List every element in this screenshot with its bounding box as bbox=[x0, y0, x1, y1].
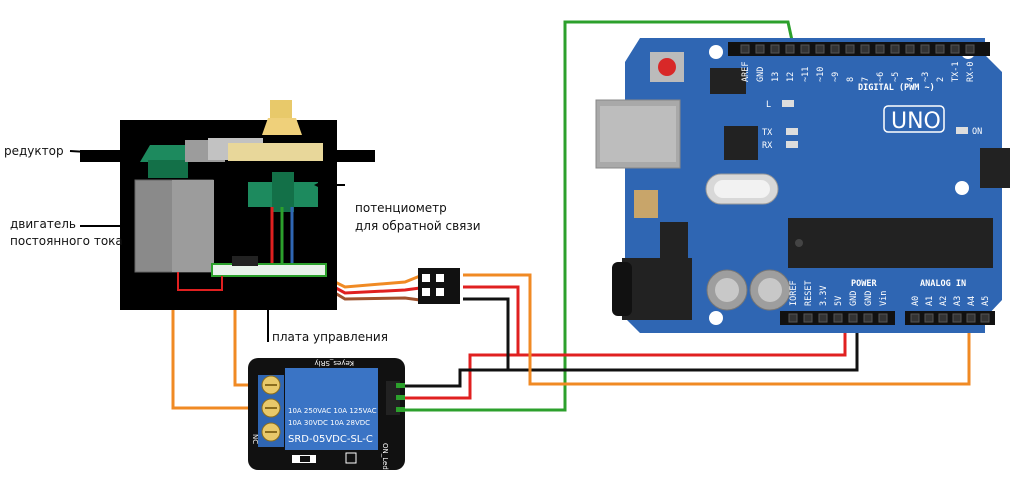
wire-servo-red bbox=[463, 285, 520, 355]
digital-pin bbox=[935, 44, 945, 54]
digital-pin bbox=[770, 44, 780, 54]
digital-pin-label: 8 bbox=[846, 77, 856, 82]
power-pin bbox=[878, 313, 888, 323]
digital-pin-label: ~5 bbox=[891, 72, 901, 82]
power-pin-label: Vin bbox=[879, 291, 889, 306]
power-header-label: POWER bbox=[851, 279, 877, 289]
wire-servo-black bbox=[463, 297, 510, 370]
analog-pin bbox=[952, 313, 962, 323]
digital-pin-label: 12 bbox=[786, 72, 796, 82]
digital-pin-label: 4 bbox=[906, 77, 916, 82]
analog-pin-label: A2 bbox=[939, 296, 949, 306]
analog-pin-label: A0 bbox=[911, 296, 921, 306]
digital-pin bbox=[950, 44, 960, 54]
digital-pin-label: 2 bbox=[936, 77, 946, 82]
label-pot-1: потенциометр bbox=[355, 201, 447, 215]
power-pin-label: 3.3V bbox=[819, 286, 829, 306]
digital-pin bbox=[785, 44, 795, 54]
wire-motor-relay-2 bbox=[171, 272, 270, 410]
digital-pin bbox=[920, 44, 930, 54]
relay-nc: NC bbox=[251, 434, 259, 444]
wire-black-gnd bbox=[405, 318, 859, 388]
power-pin bbox=[818, 313, 828, 323]
wire-green-signal bbox=[405, 20, 795, 412]
power-pin-label: RESET bbox=[804, 280, 814, 306]
digital-pin-label: 13 bbox=[771, 72, 781, 82]
analog-pin-label: A5 bbox=[981, 296, 991, 306]
gearbox bbox=[140, 145, 195, 162]
analog-header-label: ANALOG IN bbox=[920, 279, 966, 289]
digital-pin bbox=[740, 44, 750, 54]
digital-pin bbox=[815, 44, 825, 54]
relay-module: Keyes_SRly 10A 250VAC 10A 125VAC 10A 30V… bbox=[248, 358, 405, 470]
digital-pin bbox=[860, 44, 870, 54]
power-pin bbox=[803, 313, 813, 323]
wire-orange-analog bbox=[463, 273, 971, 386]
label-motor-2: постоянного тока bbox=[10, 234, 123, 248]
label-motor-1: двигатель bbox=[10, 217, 76, 231]
label-gearbox: редуктор bbox=[4, 144, 64, 158]
digital-pin bbox=[905, 44, 915, 54]
digital-pin bbox=[890, 44, 900, 54]
relay-rating-2: 10A 30VDC 10A 28VDC bbox=[288, 419, 370, 427]
relay-rating-1: 10A 250VAC 10A 125VAC bbox=[288, 407, 377, 415]
digital-pin-label: ~11 bbox=[801, 67, 811, 82]
led-tx-label: TX bbox=[762, 128, 773, 138]
digital-pin-label: ~9 bbox=[831, 72, 841, 82]
digital-pin-label: ~6 bbox=[876, 72, 886, 82]
led-l-label: L bbox=[766, 100, 771, 110]
digital-header-label: DIGITAL (PWM ~) bbox=[858, 83, 935, 93]
digital-pin bbox=[875, 44, 885, 54]
analog-pin bbox=[966, 313, 976, 323]
relay-model: SRD-05VDC-SL-C bbox=[288, 434, 373, 445]
digital-pin bbox=[830, 44, 840, 54]
analog-pin bbox=[980, 313, 990, 323]
power-pin-label: 5V bbox=[834, 296, 844, 306]
digital-pin-label: ~10 bbox=[816, 67, 826, 82]
relay-led-label: ON_Led bbox=[381, 443, 389, 470]
digital-pin bbox=[800, 44, 810, 54]
wire-servo-lead-orange bbox=[324, 274, 421, 289]
uno-logo: UNO bbox=[891, 109, 941, 134]
power-pin-label: GND bbox=[864, 291, 874, 306]
analog-pin-label: A1 bbox=[925, 296, 935, 306]
servo-body bbox=[80, 100, 375, 310]
power-pin-label: IOREF bbox=[789, 280, 799, 306]
digital-pin-label: GND bbox=[756, 67, 766, 82]
analog-pin-label: A3 bbox=[953, 296, 963, 306]
relay-brand: Keyes_SRly bbox=[314, 359, 354, 367]
label-control-board: плата управления bbox=[272, 330, 388, 344]
analog-pin-label: A4 bbox=[967, 296, 977, 306]
digital-pin-label: 7 bbox=[861, 77, 871, 82]
power-pin bbox=[833, 313, 843, 323]
digital-pin-label: AREF bbox=[741, 62, 751, 82]
power-pin bbox=[848, 313, 858, 323]
servo-labels: редуктор двигатель постоянного тока поте… bbox=[4, 144, 481, 344]
analog-pin bbox=[938, 313, 948, 323]
digital-pin bbox=[845, 44, 855, 54]
power-pin-label: GND bbox=[849, 291, 859, 306]
power-pin bbox=[863, 313, 873, 323]
digital-pin bbox=[965, 44, 975, 54]
led-on-label: ON bbox=[972, 127, 982, 137]
power-jack bbox=[622, 258, 692, 320]
label-pot-2: для обратной связи bbox=[355, 219, 481, 233]
led-rx-label: RX bbox=[762, 141, 773, 151]
power-pin bbox=[788, 313, 798, 323]
servo-control-board bbox=[211, 263, 327, 277]
analog-pin bbox=[924, 313, 934, 323]
digital-pin-label: TX-1 bbox=[951, 62, 961, 82]
digital-pin-label: ~3 bbox=[921, 72, 931, 82]
digital-pin-label: RX-0 bbox=[966, 62, 976, 82]
atmega-chip bbox=[788, 218, 993, 268]
wire-red-5v bbox=[405, 318, 847, 400]
servo-connector bbox=[418, 268, 460, 304]
analog-pin bbox=[910, 313, 920, 323]
digital-pin bbox=[755, 44, 765, 54]
